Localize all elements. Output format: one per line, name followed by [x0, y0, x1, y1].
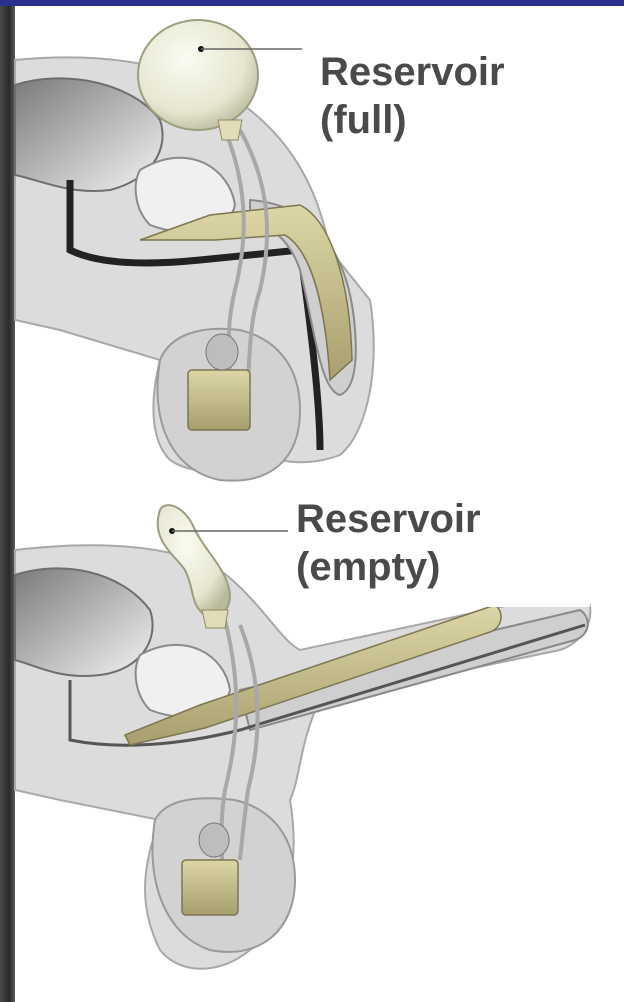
bottom-pump-valve: [199, 823, 229, 857]
bottom-reservoir-neck: [202, 610, 228, 628]
reservoir-empty-label-line1: Reservoir: [296, 495, 582, 543]
reservoir-empty-label: Reservoir (empty): [288, 491, 590, 607]
reservoir-empty-label-line2: (empty): [296, 543, 582, 591]
bottom-pump: [182, 860, 238, 915]
reservoir-full-label-line1: Reservoir: [320, 48, 590, 96]
top-pump-valve: [206, 334, 238, 370]
reservoir-full-label: Reservoir (full): [312, 44, 598, 160]
top-pump: [188, 370, 250, 430]
top-reservoir: [138, 20, 258, 130]
top-reservoir-neck: [218, 120, 242, 140]
reservoir-full-label-line2: (full): [320, 96, 590, 144]
